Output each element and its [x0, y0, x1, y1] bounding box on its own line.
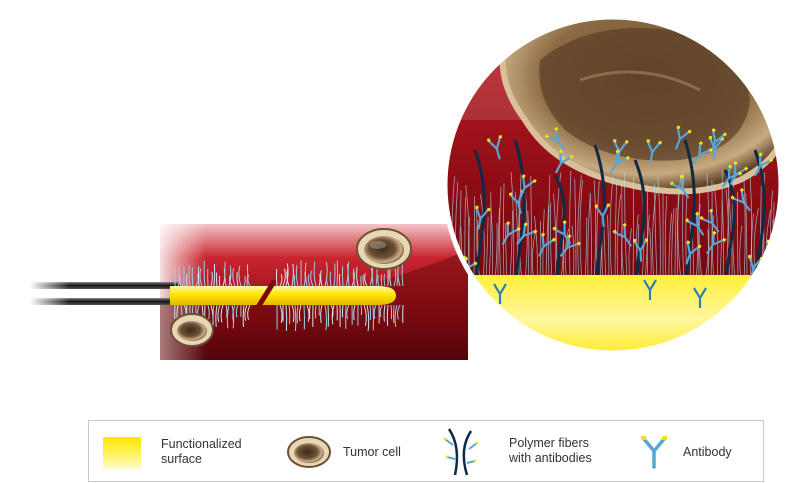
- y-shaped-antibody-icon: [639, 435, 669, 469]
- fiber-strand: [474, 196, 475, 280]
- fiber-strand: [342, 266, 343, 286]
- legend-polymer-line1: Polymer fibers: [509, 436, 592, 451]
- tumor-cell: [171, 314, 213, 346]
- legend-item-polymer: Polymer fibers with antibodies: [439, 421, 639, 483]
- zoom-magnifier: [440, 2, 785, 365]
- fiber-strand: [391, 305, 392, 319]
- legend: Functionalized surface Tumor cell Polyme…: [88, 420, 764, 482]
- legend-polymer-line2: with antibodies: [509, 451, 592, 466]
- fiber-strand: [315, 305, 316, 319]
- tumor-cell-icon: [287, 435, 331, 469]
- fiber-strand: [342, 305, 343, 317]
- legend-tumor-label: Tumor cell: [343, 445, 401, 460]
- fiber-strand: [370, 305, 371, 320]
- fiber-strand: [339, 274, 340, 286]
- legend-surface-line2: surface: [161, 452, 242, 467]
- legend-surface-line1: Functionalized: [161, 437, 242, 452]
- fiber-strand: [337, 261, 338, 286]
- wire-shaft: [30, 280, 180, 308]
- fiber-strand: [276, 269, 277, 286]
- polymer-fiber-icon: [441, 427, 481, 477]
- fiber-strand: [361, 305, 362, 315]
- fiber-strand: [216, 273, 217, 286]
- legend-item-surface: Functionalized surface: [89, 421, 289, 483]
- fiber-strand: [779, 222, 780, 280]
- device-diagram: [0, 0, 785, 400]
- legend-antibody-label: Antibody: [683, 445, 732, 460]
- legend-item-tumor: Tumor cell: [287, 421, 427, 483]
- legend-item-antibody: Antibody: [637, 421, 763, 483]
- tumor-cell: [357, 229, 411, 269]
- yellow-gradient-swatch-icon: [103, 437, 141, 469]
